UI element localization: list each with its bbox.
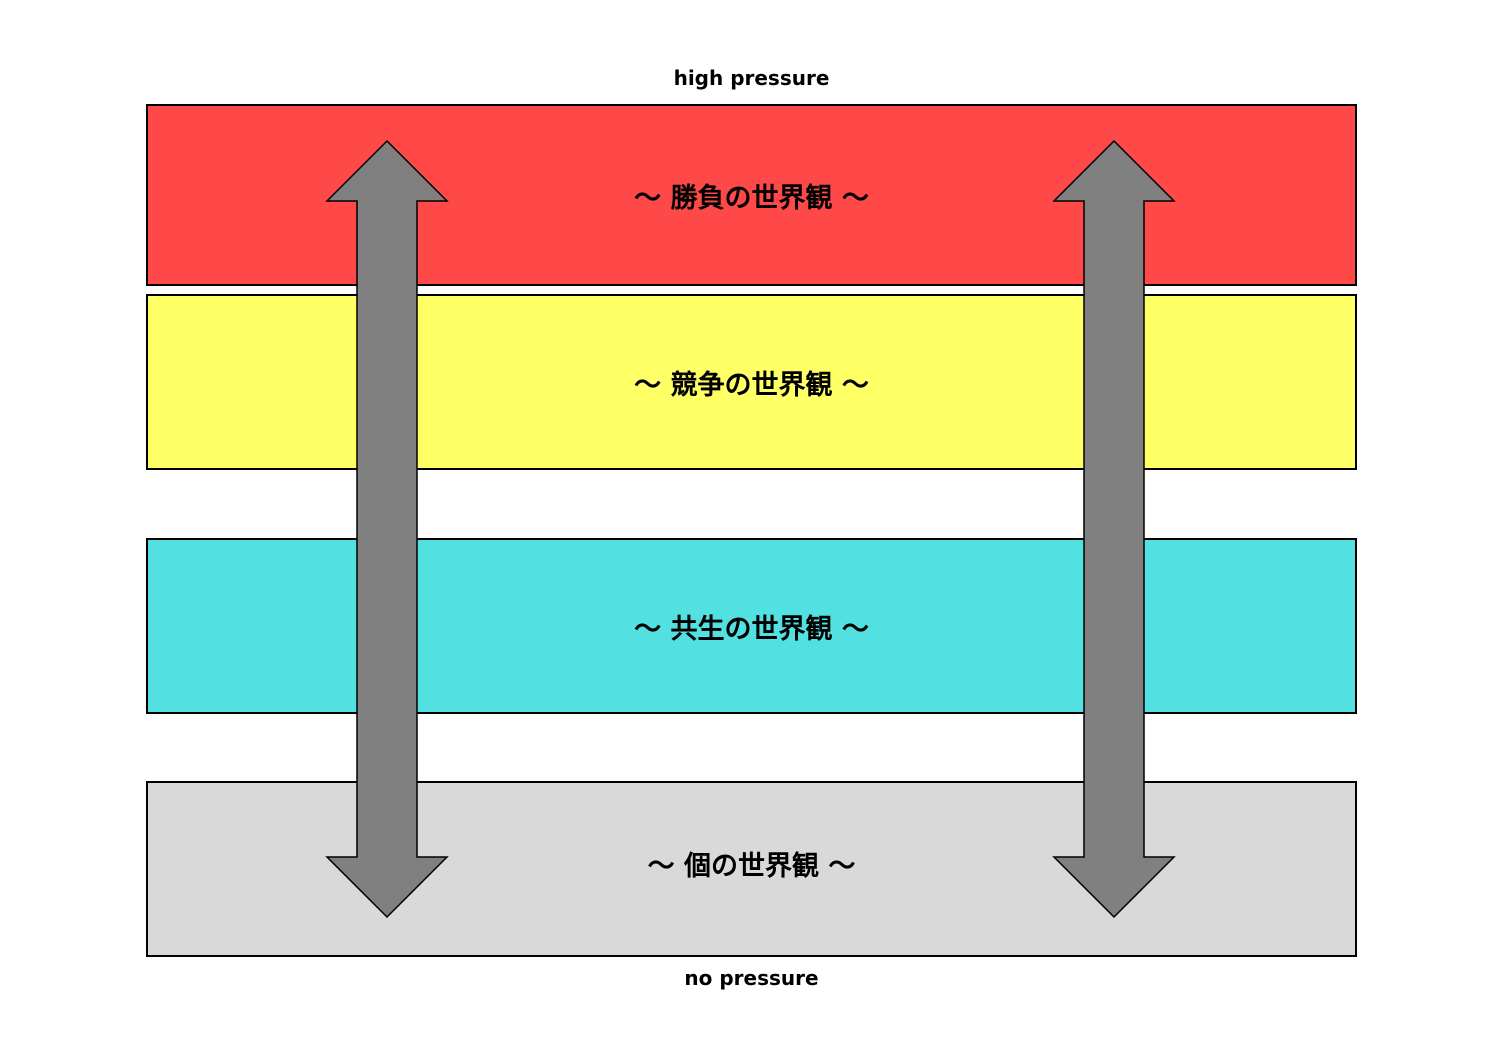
band-kyosei: ～ 共生の世界観 ～	[146, 538, 1357, 714]
band-ko: ～ 個の世界観 ～	[146, 781, 1357, 957]
high-pressure-label: high pressure	[673, 66, 830, 90]
no-pressure-label: no pressure	[684, 966, 819, 990]
band-kyoso-text: ～ 競争の世界観 ～	[634, 369, 869, 401]
band-kyoso: ～ 競争の世界観 ～	[146, 294, 1357, 470]
band-shobu: ～ 勝負の世界観 ～	[146, 104, 1357, 286]
band-ko-text: ～ 個の世界観 ～	[647, 850, 856, 882]
band-kyosei-text: ～ 共生の世界観 ～	[634, 613, 869, 645]
band-shobu-text: ～ 勝負の世界観 ～	[634, 182, 869, 214]
